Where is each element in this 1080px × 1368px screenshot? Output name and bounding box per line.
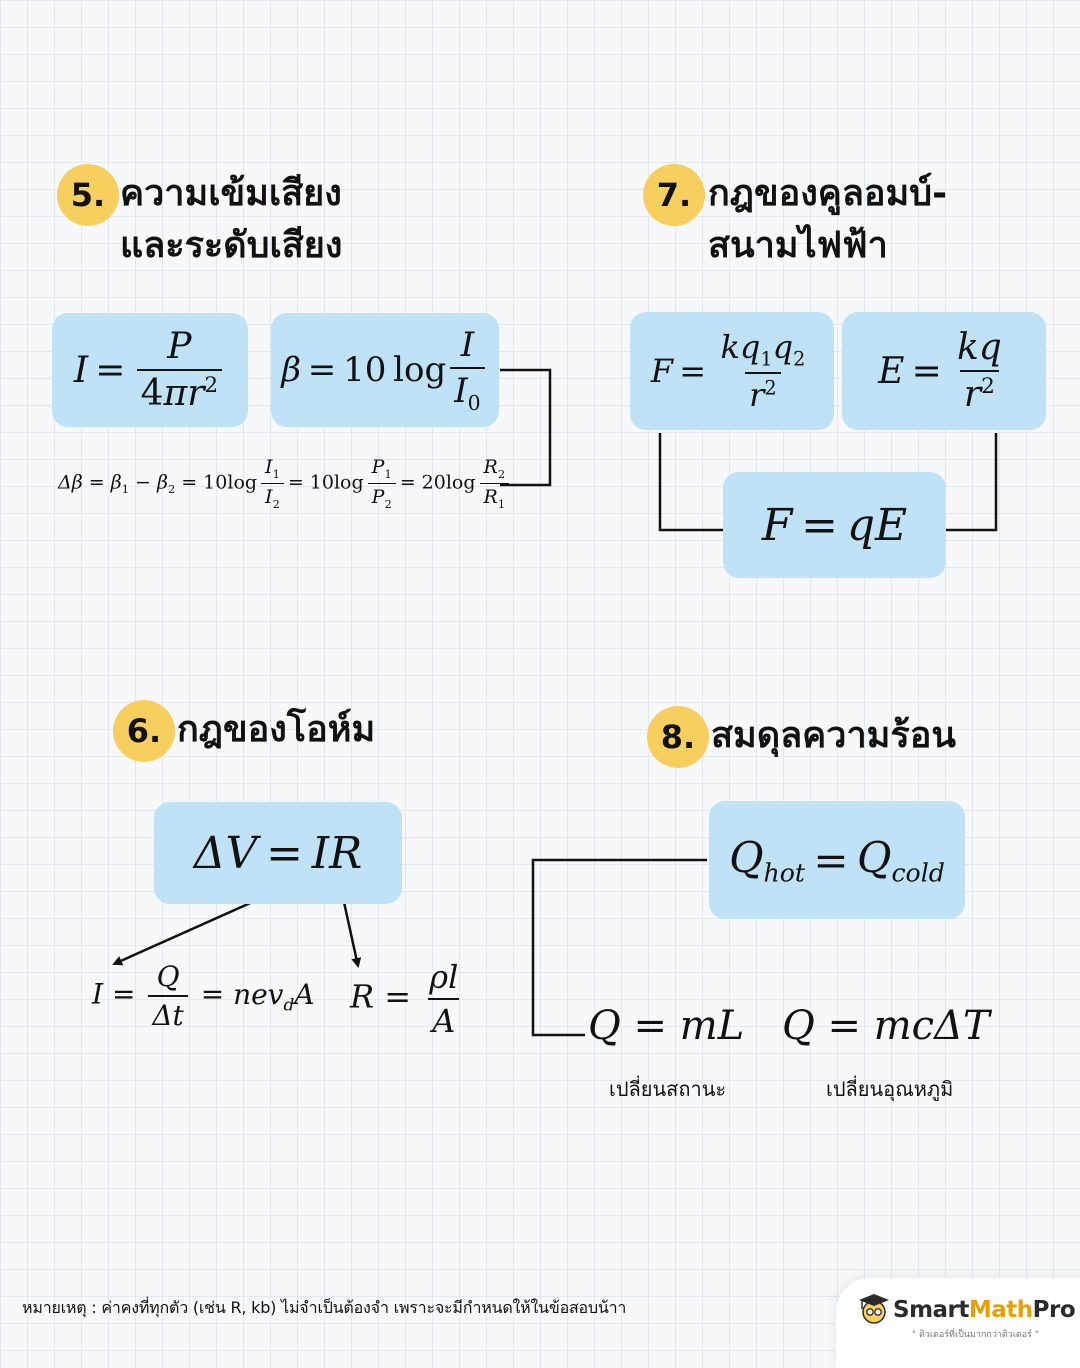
section-badge-5: 5. bbox=[57, 164, 119, 226]
section-title-sound-line2: และระดับเสียง bbox=[120, 225, 343, 266]
brand-name: SmartMathPro bbox=[893, 1297, 1076, 1323]
formula-box-heat-balance: Qhot = Qcold bbox=[709, 801, 965, 919]
footnote: หมายเหตุ : ค่าคงที่ทุกตัว (เช่น R, kb) ไ… bbox=[22, 1298, 627, 1317]
brand-name-part3: Pro bbox=[1032, 1297, 1076, 1323]
label-temperature-change: เปลี่ยนอุณหภูมิ bbox=[826, 1077, 954, 1101]
graduation-cap-icon bbox=[859, 1294, 889, 1324]
label-phase-change: เปลี่ยนสถานะ bbox=[609, 1077, 727, 1101]
section-title-coulomb-line2: สนามไฟฟ้า bbox=[708, 225, 888, 266]
section-title-ohm: กฎของโอห์ม bbox=[177, 709, 376, 750]
formula-sensible-heat: Q = mcΔT bbox=[782, 1003, 990, 1049]
formula-box-ohms-law: ΔV = IR bbox=[154, 802, 402, 904]
section-title-coulomb-line1: กฎของคูลอมบ์- bbox=[708, 173, 948, 214]
section-badge-8: 8. bbox=[647, 706, 709, 768]
section-badge-7: 7. bbox=[643, 164, 705, 226]
brand-name-part2: Math bbox=[968, 1297, 1033, 1323]
brand-name-part1: Smart bbox=[893, 1297, 969, 1323]
formula-latent-heat: Q = mL bbox=[588, 1003, 745, 1049]
bracket-coulomb-right bbox=[946, 433, 998, 532]
bracket-sound bbox=[500, 368, 552, 487]
brand-tagline: " ติวเตอร์ที่เป็นมากกว่าติวเตอร์ " bbox=[912, 1330, 1039, 1340]
bracket-coulomb-left bbox=[658, 433, 725, 532]
section-title-sound-line1: ความเข้มเสียง bbox=[120, 173, 342, 214]
section-title-heat-balance: สมดุลความร้อน bbox=[711, 715, 956, 756]
bracket-heat bbox=[531, 858, 707, 1037]
section-badge-6: 6. bbox=[113, 700, 175, 762]
formula-box-force-field: F = qE bbox=[723, 472, 946, 578]
